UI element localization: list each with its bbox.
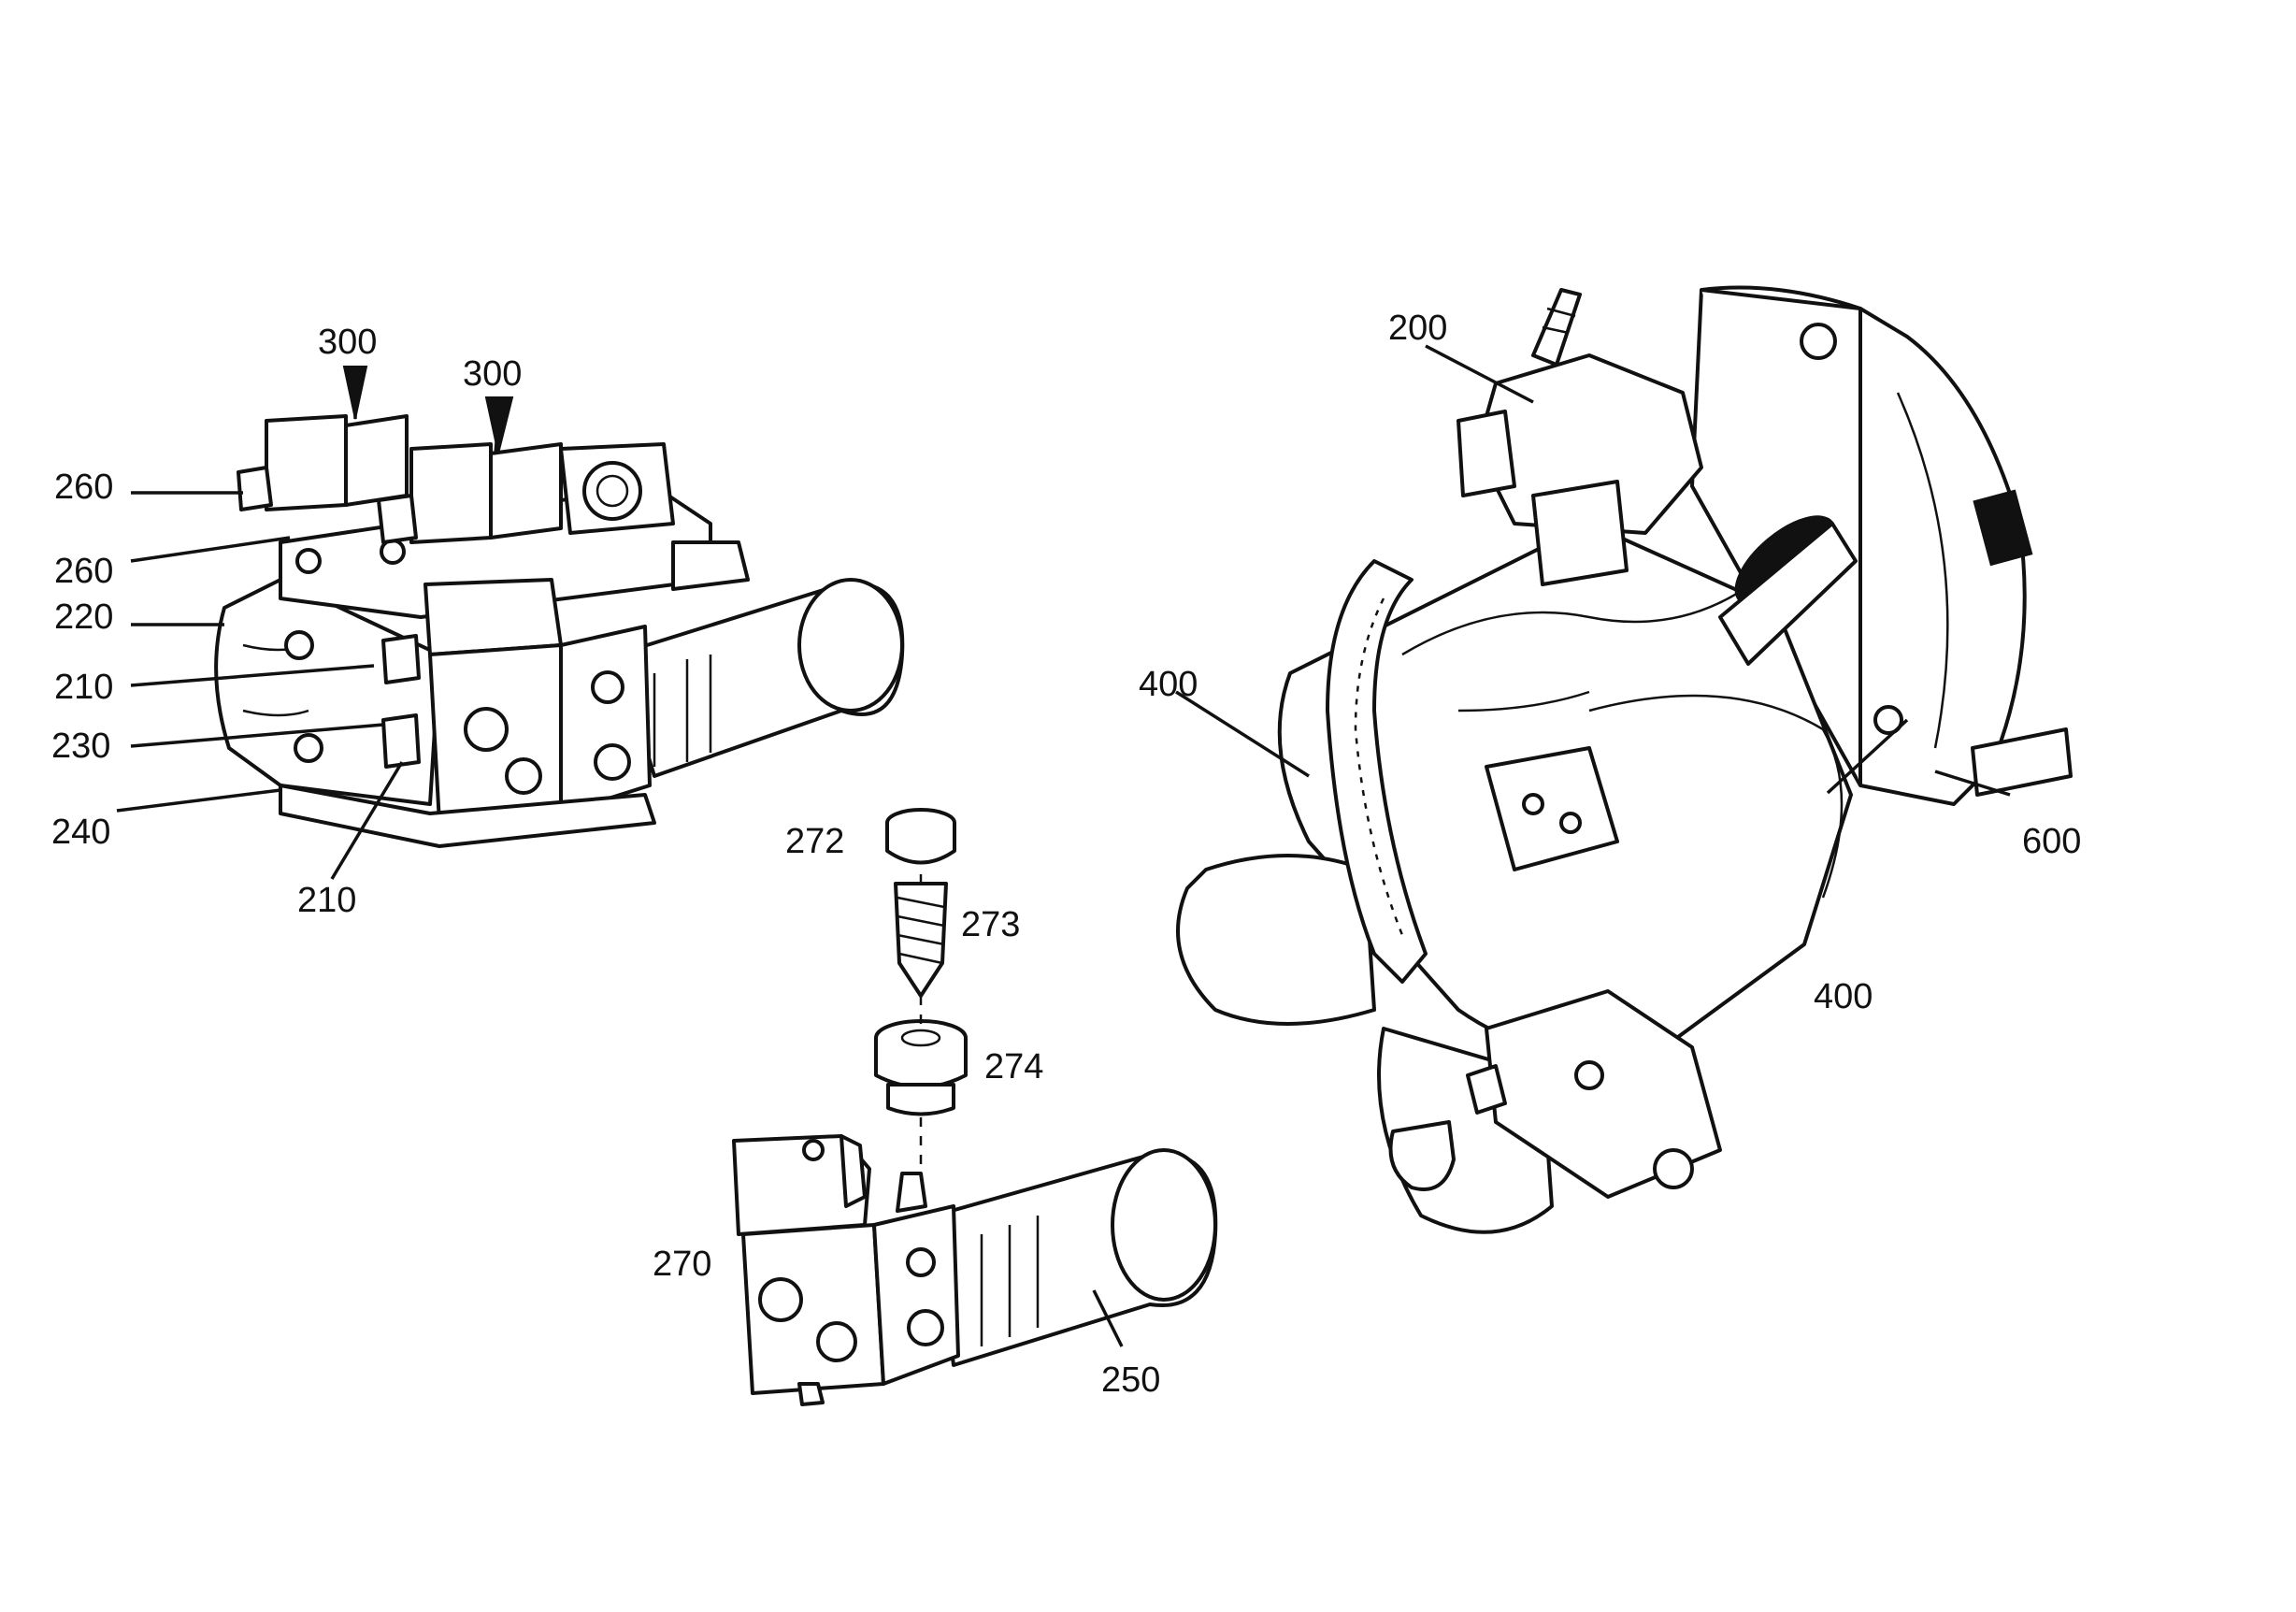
callout-300-left: 300 bbox=[318, 323, 377, 362]
callout-230: 230 bbox=[51, 727, 110, 766]
callout-600: 600 bbox=[2022, 822, 2081, 861]
valve-block-assembly bbox=[214, 414, 905, 848]
callout-400-right: 400 bbox=[1814, 977, 1873, 1016]
callout-220: 220 bbox=[54, 597, 113, 637]
callout-200: 200 bbox=[1388, 309, 1447, 348]
callout-210-left: 210 bbox=[54, 668, 113, 707]
filter-block-assembly bbox=[732, 1134, 1218, 1406]
callout-400-left: 400 bbox=[1139, 665, 1198, 704]
callout-300-right: 300 bbox=[463, 354, 522, 394]
callout-leaders bbox=[116, 344, 2011, 1347]
callout-210-bottom: 210 bbox=[297, 881, 356, 920]
callout-270: 270 bbox=[653, 1245, 711, 1284]
callout-260-upper: 260 bbox=[54, 468, 113, 507]
callout-250: 250 bbox=[1101, 1360, 1160, 1400]
transmission-assembly bbox=[1176, 285, 2073, 1234]
exploded-valve-parts bbox=[874, 808, 968, 1173]
callout-274: 274 bbox=[984, 1047, 1043, 1087]
callout-labels: 300 300 260 260 220 210 230 240 210 272 … bbox=[51, 309, 2081, 1400]
callout-240: 240 bbox=[51, 813, 110, 852]
callout-260-lower: 260 bbox=[54, 552, 113, 591]
callout-273: 273 bbox=[961, 905, 1020, 944]
callout-272: 272 bbox=[785, 822, 844, 861]
